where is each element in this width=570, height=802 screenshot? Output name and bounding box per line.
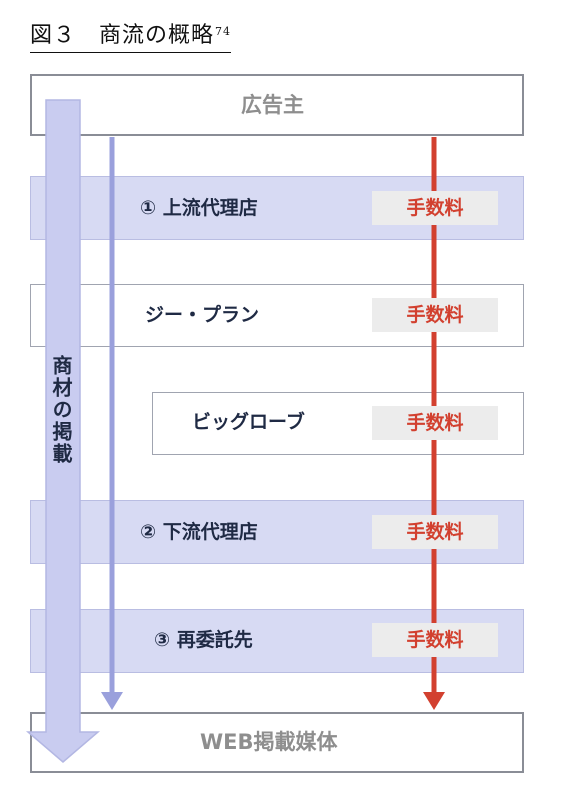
fee-tag-biglobe: 手数料 bbox=[372, 406, 498, 440]
figure-title: 図３ 商流の概略74 bbox=[30, 22, 232, 53]
advertiser-box bbox=[30, 74, 524, 136]
downstream-agency-label: ② 下流代理店 bbox=[140, 521, 258, 543]
fee-tag-downstream: 手数料 bbox=[372, 515, 498, 549]
fee-tag-g-plan: 手数料 bbox=[372, 298, 498, 332]
red-arrowhead bbox=[423, 692, 445, 710]
fee-tag-upstream: 手数料 bbox=[372, 191, 498, 225]
advertiser-label: 広告主 bbox=[241, 93, 304, 117]
biglobe-label: ビッグローブ bbox=[192, 411, 305, 433]
web-media-label: WEB掲載媒体 bbox=[200, 730, 338, 754]
blue-arrowhead bbox=[101, 692, 123, 710]
g-plan-label: ジー・プラン bbox=[145, 304, 260, 326]
vertical-label: 商材の掲載 bbox=[49, 355, 73, 465]
web-media-box bbox=[30, 712, 524, 773]
big-down-arrow bbox=[25, 99, 101, 763]
fee-tag-subcontractor: 手数料 bbox=[372, 623, 498, 657]
figure-title-text: 図３ 商流の概略 bbox=[30, 23, 215, 48]
footnote-ref: 74 bbox=[215, 25, 232, 38]
upstream-agency-label: ① 上流代理店 bbox=[140, 197, 258, 219]
subcontractor-label: ③ 再委託先 bbox=[154, 629, 253, 651]
